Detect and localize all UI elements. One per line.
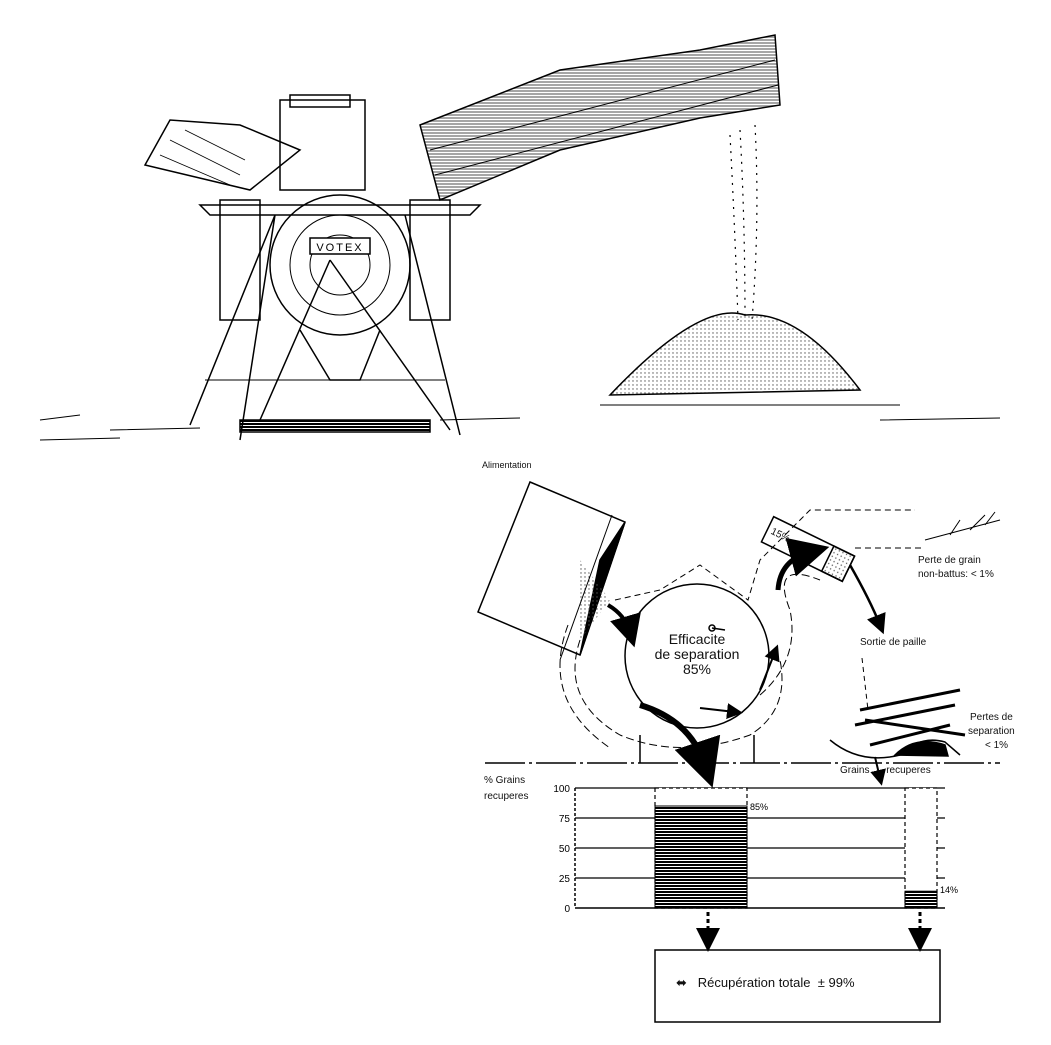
falling-grain	[729, 124, 758, 321]
tripod-legs	[189, 214, 461, 441]
straw-icon	[924, 511, 1001, 541]
straw-pile	[854, 688, 966, 747]
bar-capacity-outline	[904, 787, 938, 909]
bar-value-label: 14%	[940, 885, 958, 895]
process-diagram	[477, 481, 1001, 788]
unthreshed-loss-line2: non-battus: < 1%	[918, 569, 994, 580]
y-tick-label: 100	[553, 784, 570, 795]
feed-label: Alimentation	[482, 460, 532, 470]
separation-loss-line1: Pertes de	[970, 712, 1013, 723]
y-tick-label: 0	[564, 904, 570, 915]
engine	[279, 99, 366, 191]
double-arrow-icon: ⬌	[676, 975, 687, 990]
total-arrows	[696, 912, 932, 952]
y-tick-label: 50	[559, 844, 571, 855]
total-recovery-label: Récupération totale	[697, 975, 811, 990]
unthreshed-loss-line1: Perte de grain	[918, 555, 981, 566]
airflow-path	[574, 639, 783, 748]
chart-ylabel-line1: % Grains	[484, 775, 526, 786]
recovery-chart: 100 75 50 25 0 85% 14%	[553, 784, 958, 915]
grain-output-arrow	[639, 702, 721, 788]
feed-arrow	[606, 603, 641, 648]
bar	[654, 805, 748, 909]
total-recovery-text: ⬌ Récupération totale ± 99%	[676, 975, 855, 991]
brand-plate-text: VOTEX	[316, 242, 363, 254]
grain-pile	[608, 312, 862, 396]
efficiency-line2: de separation	[654, 646, 740, 662]
total-recovery-value: ± 99%	[817, 975, 855, 990]
bar	[904, 890, 938, 909]
recycle-arrow	[775, 537, 830, 591]
efficiency-value: 85%	[682, 661, 712, 677]
recovered-grain-label: Grains recuperes	[840, 765, 931, 776]
y-tick-label: 25	[559, 874, 571, 885]
feed-tray	[143, 119, 302, 191]
separation-loss-line2: separation	[968, 726, 1015, 737]
y-tick-label: 75	[559, 814, 571, 825]
bar-value-label: 85%	[750, 802, 768, 812]
ground	[39, 404, 1001, 441]
separation-loss-line3: < 1%	[985, 740, 1009, 751]
conveyor	[419, 34, 781, 202]
efficiency-line1: Efficacite	[668, 631, 726, 647]
straw-exit-label: Sortie de paille	[860, 637, 927, 648]
threshing-drum	[269, 194, 411, 336]
total-recovery-box	[654, 949, 941, 1023]
chart-ylabel-line2: recuperes	[484, 791, 529, 802]
thresher-machine-drawing	[39, 34, 1001, 441]
